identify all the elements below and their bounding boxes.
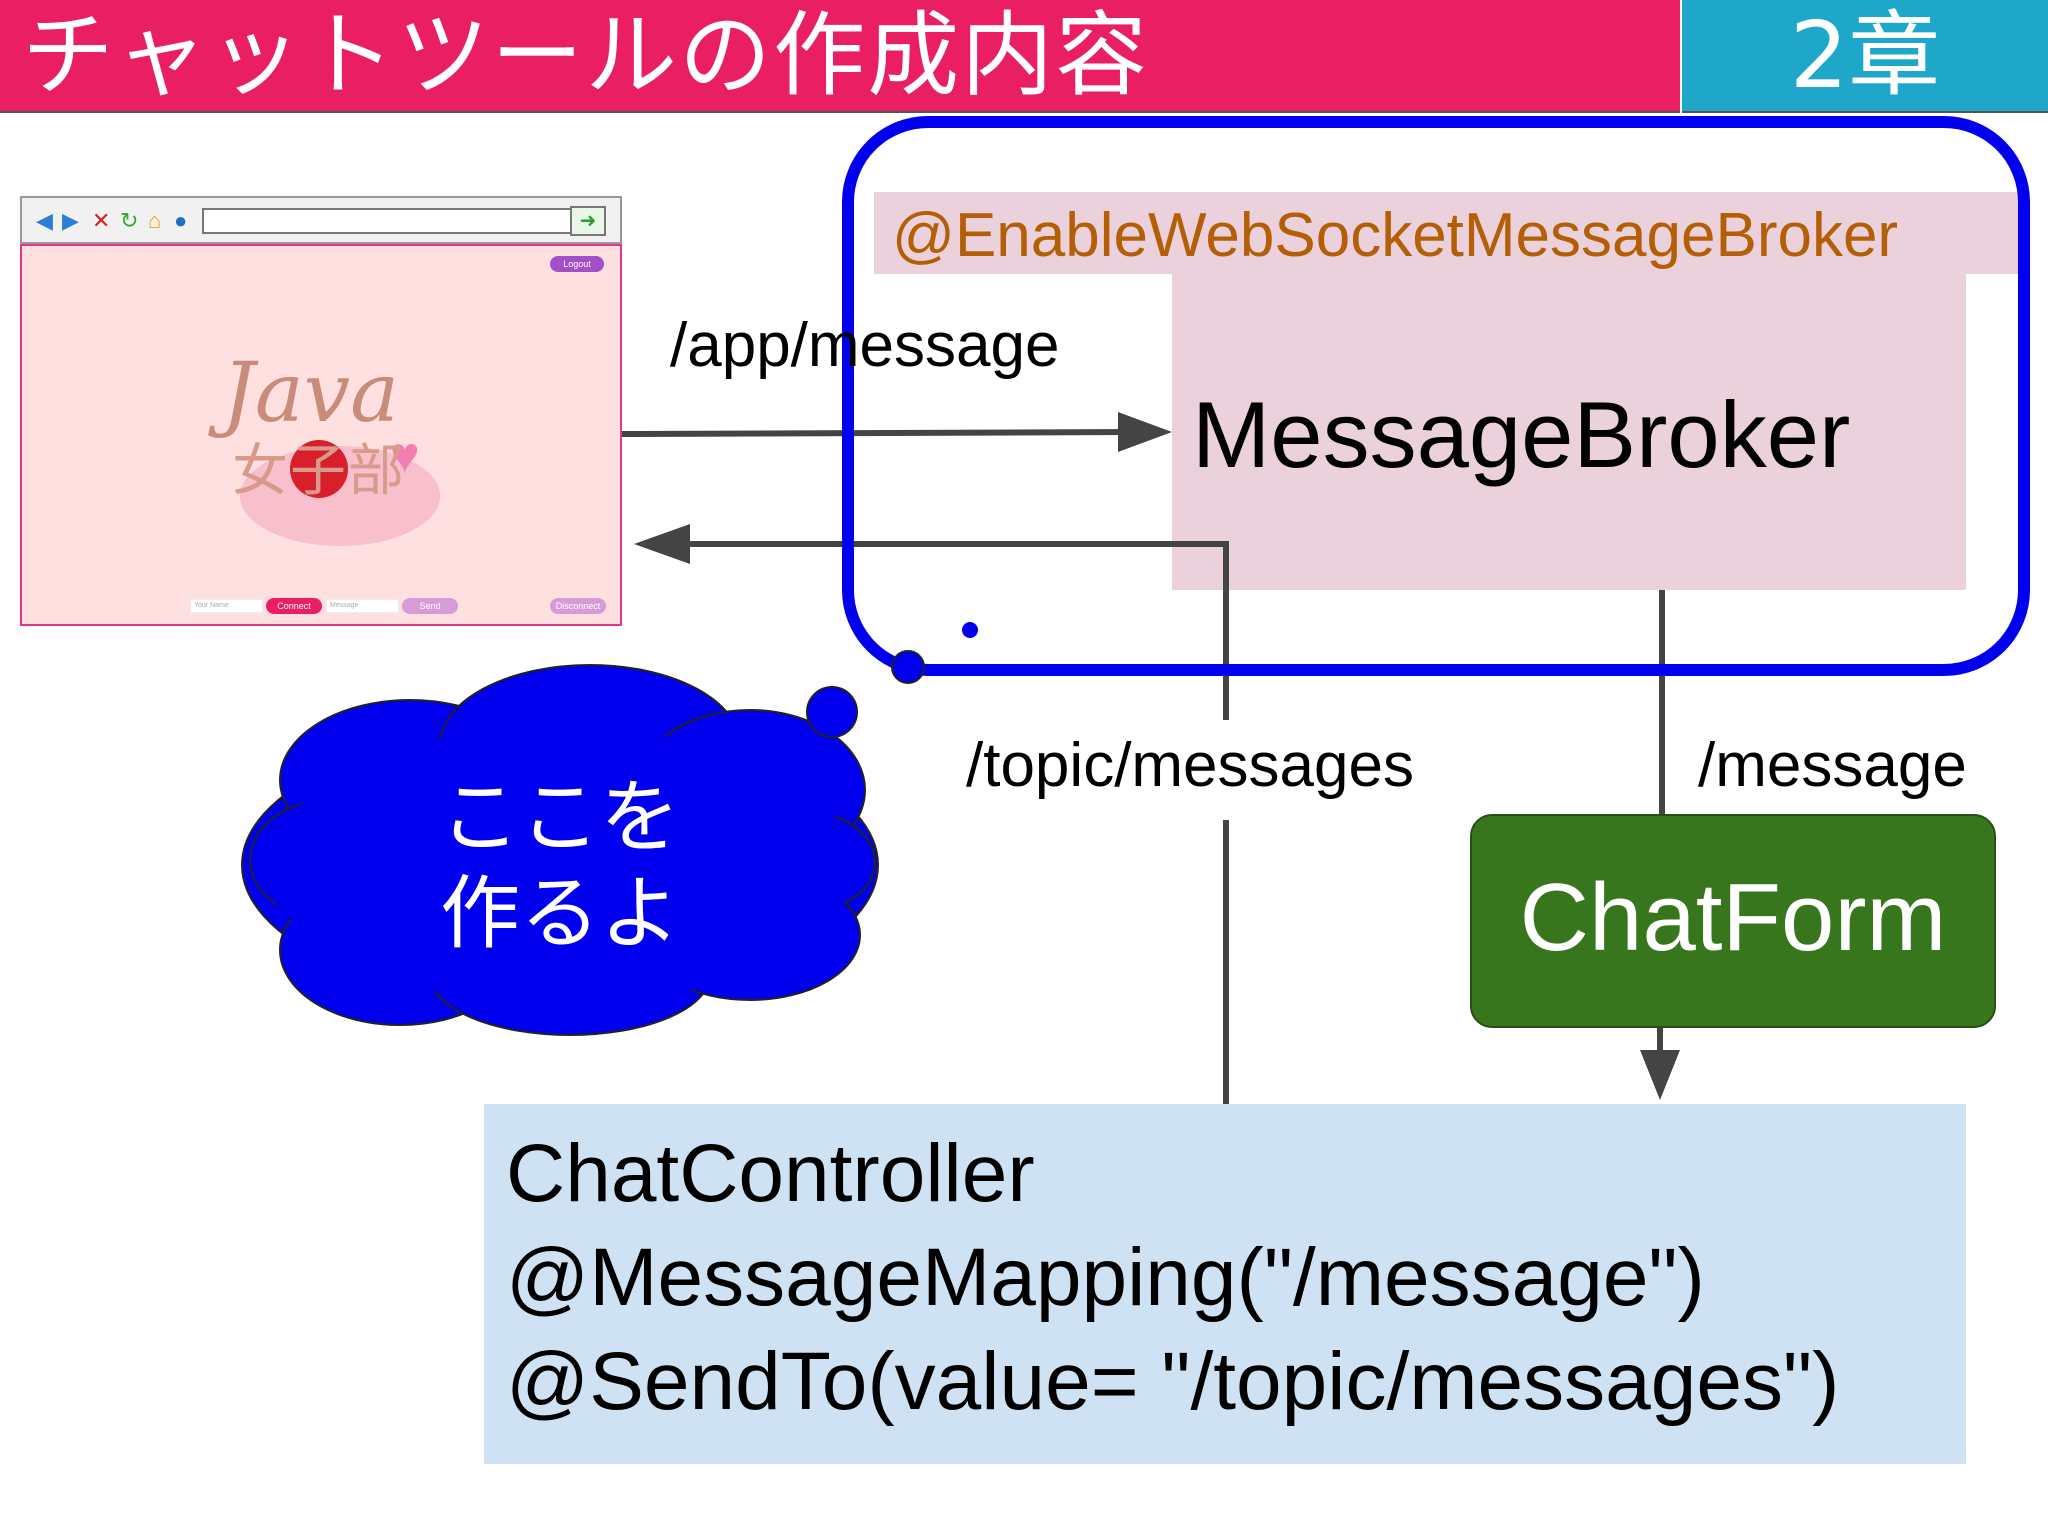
controller-sendto-line: @SendTo(value= "/topic/messages") [506,1336,1840,1427]
page-title: チャットツールの作成内容 [22,2,1150,109]
browser-content: Logout Java ♥ 女子部 Your Name Connect Mess… [20,244,622,626]
browser-toolbar: ◀ ▶ ✕ ↻ ⌂ ● ➜ [20,196,622,244]
logo-subtext: 女子部 [232,439,406,504]
highlight-frame [842,116,2030,676]
connect-button: Connect [266,598,322,614]
chatform-label: ChatForm [1519,864,1947,971]
back-arrow-icon: ◀ [36,208,53,233]
forward-arrow-icon: ▶ [62,208,79,233]
controller-mapping-line: @MessageMapping("/message") [506,1232,1705,1323]
logout-button: Logout [550,256,604,272]
topic-arrowhead [634,524,690,564]
title-bar [0,0,1680,113]
go-arrow-icon: ➜ [570,206,606,236]
topic-line-upper [686,541,1229,720]
home-icon: ⌂ [148,208,162,233]
edge-label-message: /message [1698,731,1967,800]
bubble-text-line-1: ここを [440,771,680,864]
app-message-arrowhead [1118,412,1172,452]
name-input: Your Name [190,599,263,613]
chapter-bar [1682,0,2048,113]
app-message-arrow [621,429,1131,437]
enable-annotation-box [874,192,2020,274]
chatform-box [1470,814,1996,1028]
browser-mockup: ◀ ▶ ✕ ↻ ⌂ ● ➜ Logout Java ♥ 女子部 Your Nam… [20,196,622,626]
controller-class-line: ChatController [506,1128,1035,1219]
globe-icon: ● [174,208,188,233]
logo-java-text: Java [222,346,399,441]
duke-mascot-icon [290,440,348,498]
message-input: Message [326,599,399,613]
message-broker-label: MessageBroker [1192,382,1851,487]
message-broker-box [1172,270,1966,590]
refresh-icon: ↻ [120,208,139,233]
thought-bubble [241,622,978,1036]
edge-label-app-message: /app/message [670,311,1060,380]
send-button: Send [402,598,458,614]
stop-icon: ✕ [92,208,111,233]
chat-controller-box [484,1104,1966,1464]
chapter-label: 2章 [1789,2,1941,109]
heart-icon: ♥ [390,427,420,483]
bubble-text-line-2: 作るよ [440,867,680,960]
message-arrowhead [1640,1050,1680,1100]
disconnect-button: Disconnect [550,598,606,614]
address-bar [202,208,596,234]
edge-label-topic-messages: /topic/messages [966,731,1414,800]
enable-annotation-label: @EnableWebSocketMessageBroker [892,201,1899,270]
